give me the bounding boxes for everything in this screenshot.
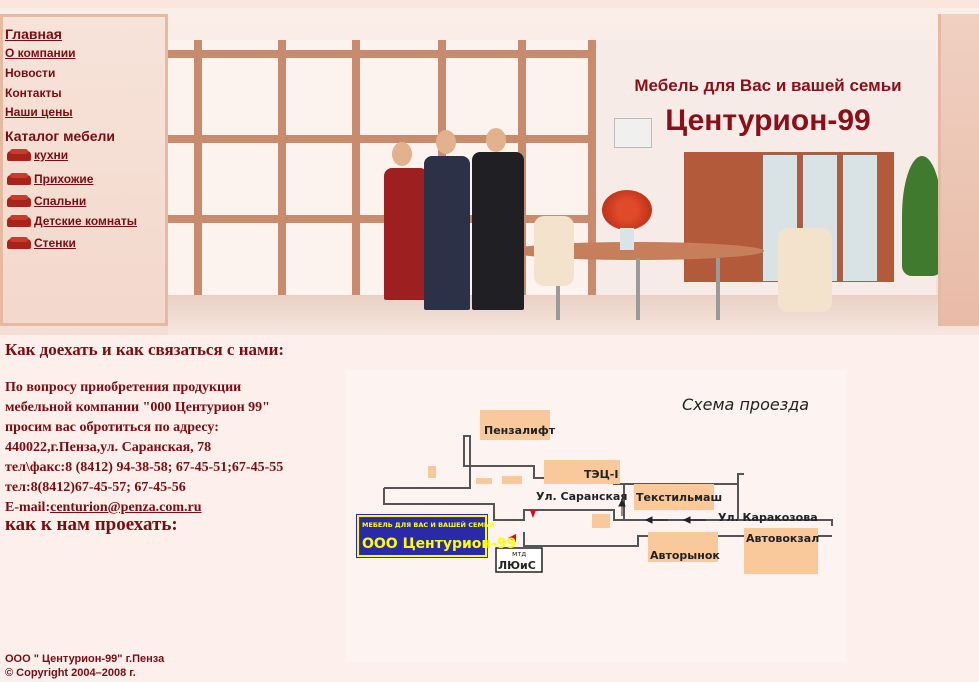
nav-news[interactable]: Новости — [5, 66, 56, 80]
building-avtovokzal — [744, 528, 818, 574]
wall-clock-icon — [614, 118, 652, 148]
label-street-karakozova: Ул. Каракозова — [718, 511, 818, 524]
phone-line: тел:8(8412)67-45-57; 67-45-56 — [5, 480, 186, 495]
route-heading: как к нам проехать: — [5, 514, 178, 535]
catalog-item-walls[interactable]: Стенки — [34, 236, 76, 250]
top-strip — [0, 0, 979, 8]
nav-home[interactable]: Главная — [5, 26, 62, 42]
phone-fax-line: тел\факс:8 (8412) 94-38-58; 67-45-51;67-… — [5, 460, 284, 475]
company-badge — [356, 514, 488, 558]
catalog-item-hallways[interactable]: Прихожие — [34, 172, 94, 186]
flowers-image — [602, 190, 652, 230]
catalog-title: Каталог мебели — [5, 128, 116, 144]
building-avtorynok — [648, 532, 718, 562]
sofa-icon — [6, 237, 32, 249]
contacts-line: просим вас обротиться по адресу: — [5, 420, 219, 435]
catalog-item-kitchens[interactable]: кухни — [34, 148, 69, 162]
nav-about[interactable]: О компании — [5, 46, 76, 60]
chair-left — [534, 216, 574, 286]
left-decor-panel — [0, 14, 168, 326]
label-street-saranskaya: Ул. Саранская — [536, 490, 627, 503]
email-label: E-mail: — [5, 500, 51, 515]
building-penzalift — [480, 410, 550, 440]
road-middle — [383, 488, 833, 526]
nav-contacts[interactable]: Контакты — [5, 86, 62, 100]
building-tec — [544, 460, 620, 484]
contacts-line: По вопросу приобретения продукции — [5, 380, 242, 395]
route-map: Схема проезда Пензалифт ТЭЦ-I Текстильма… — [346, 370, 846, 662]
vase-image — [620, 228, 634, 250]
person-woman — [384, 168, 428, 300]
email-line: E-mail:centurion@penza.com.ru — [5, 498, 345, 518]
brand-title: Центурион-99 — [665, 104, 871, 137]
route-map-svg: Схема проезда Пензалифт ТЭЦ-I Текстильма… — [356, 395, 833, 574]
marker-icon — [530, 510, 536, 518]
cabinet-image — [684, 152, 894, 282]
road-north — [384, 435, 744, 489]
label-textilmash: Текстильмаш — [636, 491, 722, 504]
sofa-icon — [6, 195, 32, 207]
direction-arrows — [618, 498, 706, 524]
label-tec: ТЭЦ-I — [584, 468, 618, 481]
person-man-2 — [472, 152, 524, 310]
nav-prices[interactable]: Наши цены — [5, 105, 73, 119]
floor — [168, 295, 979, 335]
catalog-item-bedrooms[interactable]: Спальни — [34, 194, 87, 208]
header-banner: Мебель для Вас и вашей семьи Центурион-9… — [0, 0, 979, 335]
catalog-item-kids-rooms[interactable]: Детские комнаты — [34, 214, 137, 228]
sofa-icon — [6, 149, 32, 161]
right-decor-panel — [938, 14, 979, 326]
map-title: Схема проезда — [682, 395, 809, 414]
label-mtd: мтд — [512, 550, 526, 558]
contacts-line: мебельной компании "000 Центурион 99" — [5, 400, 270, 415]
sofa-icon — [6, 173, 32, 185]
store-luis — [495, 547, 543, 573]
building-textilmash — [634, 484, 714, 510]
contacts-heading: Как доехать и как связаться с нами: — [5, 340, 285, 359]
person-man-1 — [424, 156, 470, 310]
badge-slogan: МЕБЕЛЬ ДЛЯ ВАС И ВАШЕЙ СЕМЬИ — [362, 520, 494, 529]
badge-brand: ООО Центурион-99 — [362, 536, 516, 552]
sofa-icon — [6, 215, 32, 227]
slogan: Мебель для Вас и вашей семьи — [634, 76, 902, 95]
label-penzalift: Пензалифт — [484, 424, 556, 437]
contacts-block: По вопросу приобретения продукции мебель… — [5, 378, 345, 518]
label-avtorynok: Авторынок — [650, 549, 720, 562]
label-avtovokzal: Автовокзал — [746, 532, 819, 545]
office-windows — [168, 40, 596, 300]
label-luis: ЛЮиС — [498, 559, 536, 572]
plant-image — [902, 156, 942, 276]
marker-arrow-icon — [508, 534, 516, 542]
footer-company: ООО " Центурион-99" г.Пенза — [5, 653, 165, 665]
address-line: 440022,г.Пенза,ул. Саранская, 78 — [5, 440, 212, 455]
footer-copyright: © Copyright 2004–2008 г. — [5, 667, 136, 679]
chair-right — [778, 228, 832, 312]
email-link[interactable]: centurion@penza.com.ru — [50, 500, 202, 515]
